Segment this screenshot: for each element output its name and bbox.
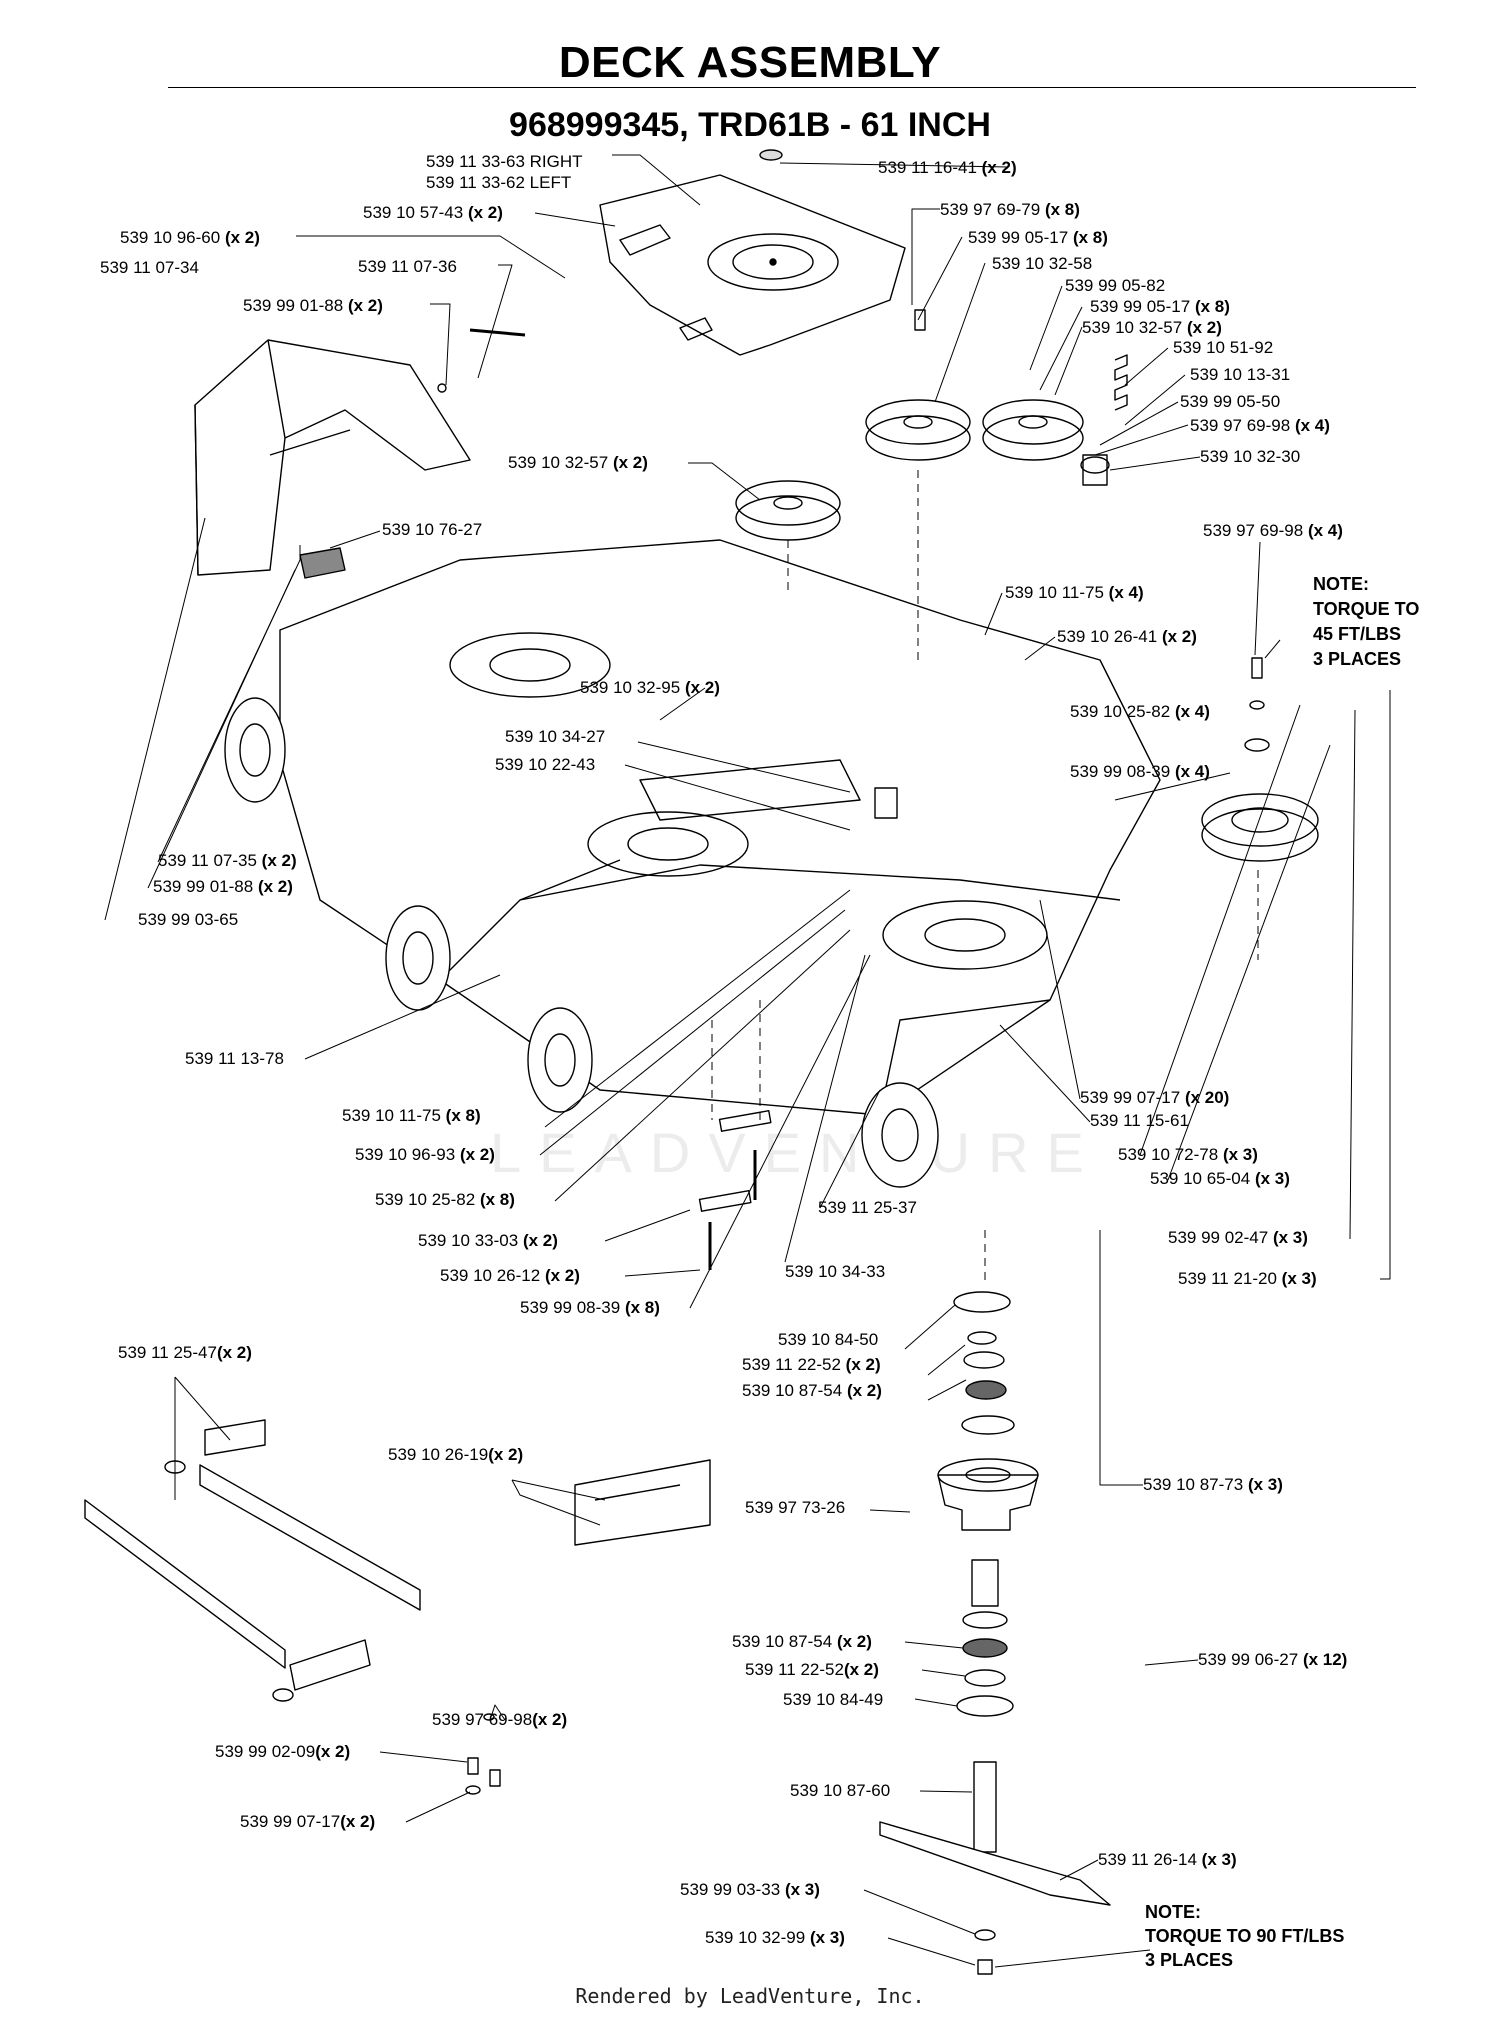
callout-c53: 539 10 87-73 (x 3) (1143, 1475, 1283, 1494)
callout-c41: 539 11 25-37 (818, 1198, 917, 1217)
callout-c49: 539 11 22-52 (x 2) (742, 1355, 881, 1374)
callout-c55: 539 10 87-54 (x 2) (732, 1632, 872, 1651)
callout-c27: 539 10 34-27 (505, 727, 606, 746)
callout-c15: 539 10 51-92 (1173, 338, 1274, 357)
callout-c18: 539 97 69-98 (x 4) (1190, 416, 1330, 435)
torque-note-90: NOTE: TORQUE TO 90 FT/LBS 3 PLACES (1145, 1902, 1345, 1970)
callout-c47: 539 99 08-39 (x 8) (520, 1298, 660, 1317)
pulleys-drawing (735, 399, 1084, 541)
callout-c07: 539 11 07-36 (358, 257, 457, 276)
callout-c63: 539 11 26-14 (x 3) (1098, 1850, 1237, 1869)
callout-c35: 539 11 15-61 (1090, 1111, 1189, 1130)
callout-belt-cover-right: 539 11 33-63 RIGHT (426, 152, 583, 171)
callout-c59: 539 97 69-98(x 2) (432, 1710, 568, 1729)
callout-c52: 539 10 26-19(x 2) (388, 1445, 524, 1464)
callout-c36: 539 10 11-75 (x 8) (342, 1106, 481, 1125)
callout-c04: 539 10 57-43 (x 2) (363, 203, 503, 222)
mounting-brackets-drawing (84, 1419, 711, 1702)
callout-c44: 539 10 26-12 (x 2) (440, 1266, 580, 1285)
leader-lines (104, 154, 1391, 1968)
callout-c03: 539 11 16-41 (x 2) (878, 158, 1017, 177)
callout-c60: 539 99 02-09(x 2) (215, 1742, 351, 1761)
callout-c65: 539 10 32-99 (x 3) (705, 1928, 845, 1947)
callout-c13: 539 99 05-17 (x 8) (1090, 297, 1230, 316)
title-divider (168, 87, 1416, 88)
callout-c25: 539 10 32-95 (x 2) (580, 678, 720, 697)
spring-drawing (1080, 354, 1128, 486)
callout-c23: 539 10 11-75 (x 4) (1005, 583, 1144, 602)
callout-c42: 539 99 02-47 (x 3) (1168, 1228, 1308, 1247)
callout-c08: 539 99 01-88 (x 2) (243, 296, 383, 315)
callout-c06: 539 11 07-34 (100, 258, 199, 277)
model-subtitle: 968999345, TRD61B - 61 INCH (509, 106, 991, 144)
discharge-chute-drawing (194, 328, 526, 579)
hardware-drawing (465, 309, 1270, 1795)
torque-note-45: NOTE: TORQUE TO 45 FT/LBS 3 PLACES (1313, 574, 1420, 669)
callout-c39: 539 10 65-04 (x 3) (1150, 1169, 1290, 1188)
callout-c62: 539 99 07-17(x 2) (240, 1812, 376, 1831)
callout-c11: 539 10 32-58 (992, 254, 1093, 273)
callout-c21: 539 10 76-27 (382, 520, 483, 539)
footer-credit: Rendered by LeadVenture, Inc. (575, 1984, 925, 2008)
watermark: LEADVENTURE (490, 1121, 1102, 1184)
callout-c29: 539 99 08-39 (x 4) (1070, 762, 1210, 781)
callout-c31: 539 99 01-88 (x 2) (153, 877, 293, 896)
callout-c12: 539 99 05-82 (1065, 276, 1166, 295)
callout-c45: 539 10 34-33 (785, 1262, 886, 1281)
callout-c30: 539 11 07-35 (x 2) (158, 851, 297, 870)
callout-belt-cover-left: 539 11 33-62 LEFT (426, 173, 572, 192)
callout-c24: 539 10 26-41 (x 2) (1057, 627, 1197, 646)
callout-c57: 539 11 22-52(x 2) (745, 1660, 879, 1679)
callout-c14: 539 10 32-57 (x 2) (1082, 318, 1222, 337)
callout-c16: 539 10 13-31 (1190, 365, 1291, 384)
callout-c48: 539 10 84-50 (778, 1330, 879, 1349)
callout-c09: 539 97 69-79 (x 8) (940, 200, 1080, 219)
callout-c58: 539 10 84-49 (783, 1690, 884, 1709)
callout-c19: 539 10 32-30 (1200, 447, 1301, 466)
callout-c17: 539 99 05-50 (1180, 392, 1281, 411)
callout-c32: 539 99 03-65 (138, 910, 239, 929)
callout-c34: 539 99 07-17 (x 20) (1080, 1088, 1230, 1107)
callout-c46: 539 11 21-20 (x 3) (1178, 1269, 1317, 1288)
callout-c10: 539 99 05-17 (x 8) (968, 228, 1108, 247)
callout-c05: 539 10 96-60 (x 2) (120, 228, 260, 247)
belt-cover-drawing (599, 149, 906, 356)
callout-c61: 539 10 87-60 (790, 1781, 891, 1800)
page-title: DECK ASSEMBLY (558, 38, 942, 87)
callout-c20: 539 10 32-57 (x 2) (508, 453, 648, 472)
callout-c37: 539 10 72-78 (x 3) (1118, 1145, 1258, 1164)
callout-c38: 539 10 96-93 (x 2) (355, 1145, 495, 1164)
spindle-drawing (879, 1291, 1111, 1975)
callout-c51: 539 11 25-47(x 2) (118, 1343, 252, 1362)
callout-c50: 539 10 87-54 (x 2) (742, 1381, 882, 1400)
callout-c64: 539 99 03-33 (x 3) (680, 1880, 820, 1899)
callout-c40: 539 10 25-82 (x 8) (375, 1190, 515, 1209)
callout-c28: 539 10 22-43 (495, 755, 596, 774)
alignment-lines (711, 470, 1259, 1280)
callout-c22: 539 97 69-98 (x 4) (1203, 521, 1343, 540)
callout-c43: 539 10 33-03 (x 2) (418, 1231, 558, 1250)
callout-c26: 539 10 25-82 (x 4) (1070, 702, 1210, 721)
callout-c56: 539 99 06-27 (x 12) (1198, 1650, 1348, 1669)
callout-c54: 539 97 73-26 (745, 1498, 846, 1517)
callout-c33: 539 11 13-78 (185, 1049, 284, 1068)
